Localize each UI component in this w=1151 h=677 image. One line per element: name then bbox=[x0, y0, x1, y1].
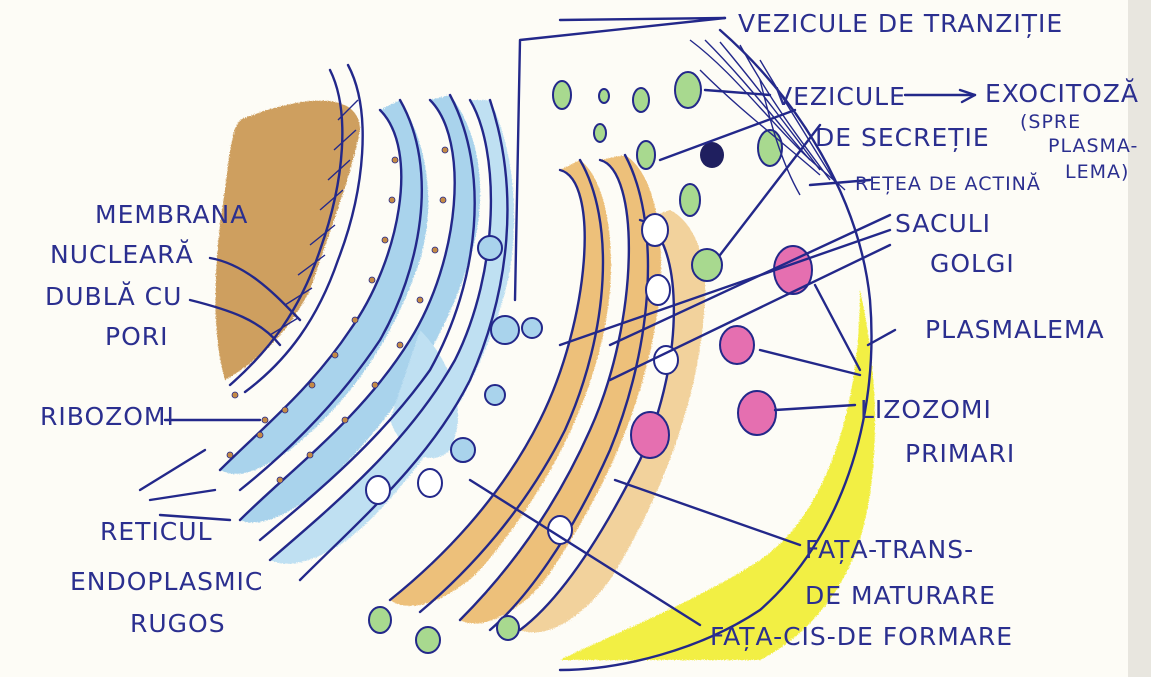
label-membrana-2: NUCLEARĂ bbox=[50, 239, 194, 269]
label-reticul-3: RUGOS bbox=[130, 609, 226, 638]
label-membrana-4: PORI bbox=[105, 322, 169, 351]
label-lizozomi-1: LIZOZOMI bbox=[860, 395, 992, 424]
label-ribozomi: RIBOZOMI bbox=[40, 402, 175, 431]
label-reticul-2: ENDOPLASMIC bbox=[70, 567, 263, 596]
label-spre-plasmalema-3: LEMA) bbox=[1065, 161, 1129, 183]
label-spre-plasmalema-2: PLASMA- bbox=[1048, 135, 1138, 157]
label-vezicule-secretie-2: DE SECREȚIE bbox=[815, 123, 990, 152]
label-plasmalema: PLASMALEMA bbox=[925, 315, 1105, 344]
label-fata-cis: FAȚA-CIS-DE FORMARE bbox=[710, 622, 1013, 651]
label-vezicule-tranzitie: VEZICULE DE TRANZIȚIE bbox=[738, 9, 1063, 38]
label-reticul-1: RETICUL bbox=[100, 517, 213, 546]
label-membrana-3: DUBLĂ CU bbox=[45, 281, 182, 311]
label-vezicule-secretie-1: VEZICULE bbox=[775, 82, 906, 111]
label-spre-plasmalema-1: (SPRE bbox=[1020, 111, 1081, 133]
label-membrana-1: MEMBRANA bbox=[95, 200, 248, 229]
label-saculi-2: GOLGI bbox=[930, 249, 1015, 278]
label-saculi-1: SACULI bbox=[895, 209, 991, 238]
label-exocitoza: EXOCITOZĂ bbox=[985, 78, 1139, 108]
label-fata-trans-2: DE MATURARE bbox=[805, 581, 996, 610]
label-lizozomi-2: PRIMARI bbox=[905, 439, 1015, 468]
dark-vesicle bbox=[700, 142, 724, 168]
label-fata-trans-1: FAȚA-TRANS- bbox=[805, 535, 974, 564]
label-retea-actina: REȚEA DE ACTINĂ bbox=[855, 171, 1041, 195]
